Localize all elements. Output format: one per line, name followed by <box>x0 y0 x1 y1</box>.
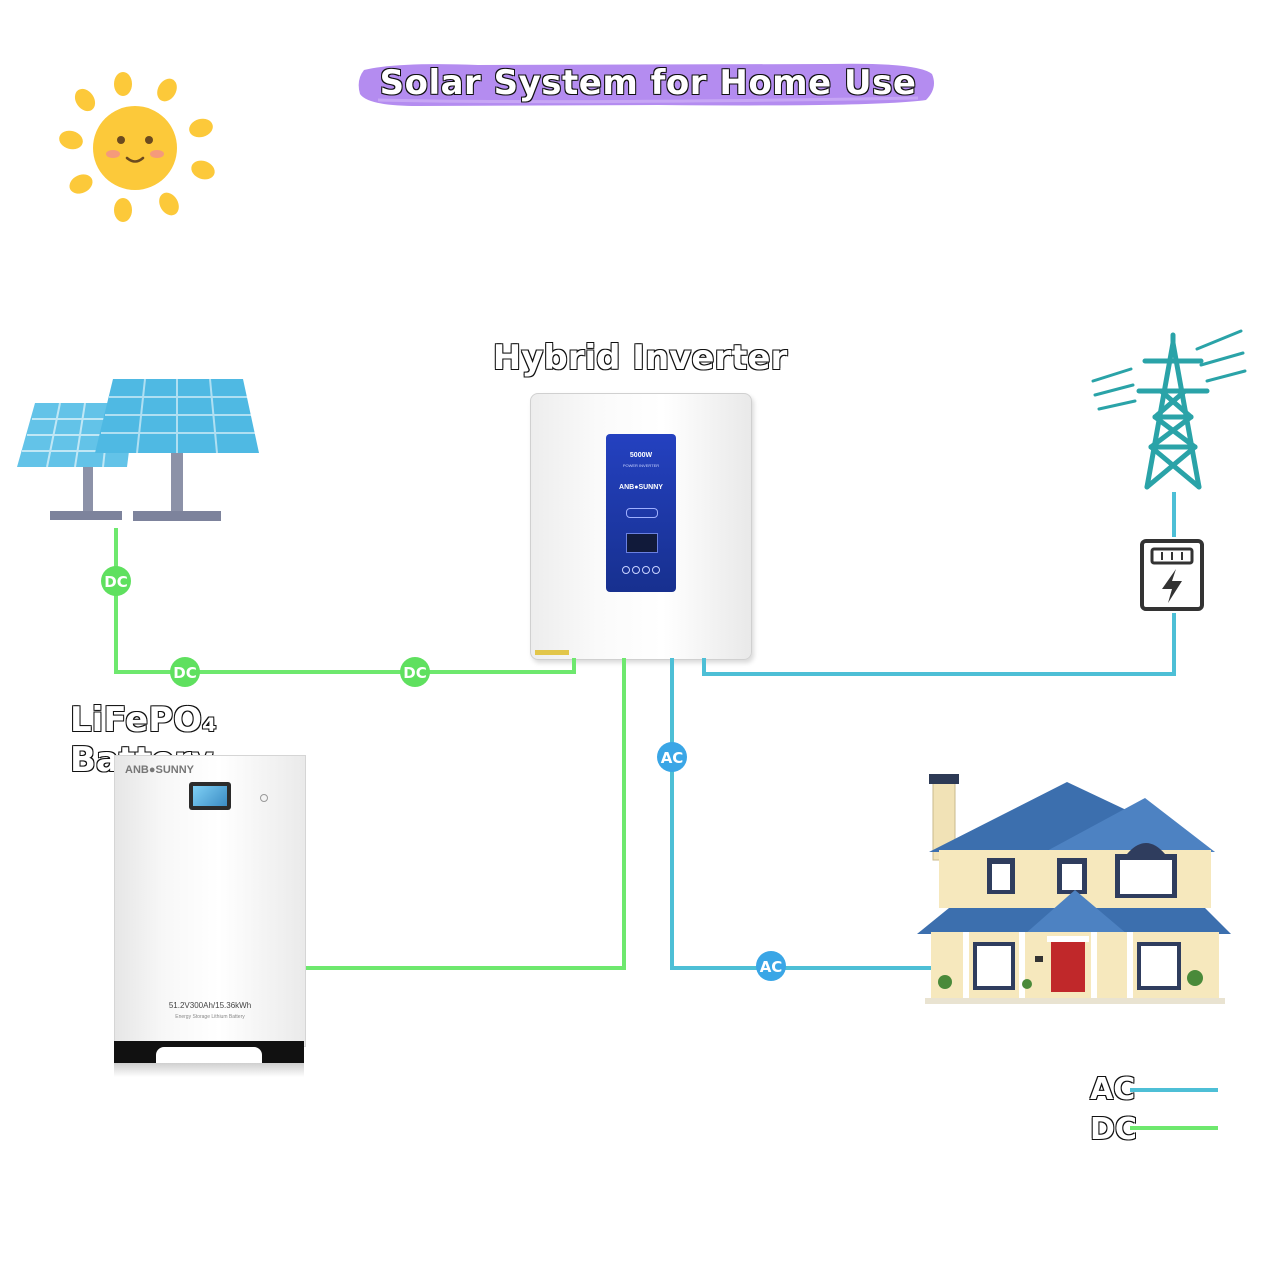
inverter-buttons <box>622 566 660 574</box>
ac-badge-2: AC <box>756 951 786 981</box>
battery-reflection <box>114 1063 304 1077</box>
inverter-indicator <box>626 508 658 518</box>
lifepo4-battery: ANB●SUNNY 51.2V300Ah/15.36kWh Energy Sto… <box>114 755 306 1080</box>
svg-text:DC: DC <box>173 664 196 682</box>
dc-badge-1: DC <box>101 566 131 596</box>
inverter-front-panel: 5000W POWER INVERTER ANB●SUNNY <box>606 434 676 592</box>
inverter-power-rating: 5000W <box>629 452 653 459</box>
battery-base <box>114 1041 304 1063</box>
diagram-title: Solar System for Home Use <box>379 62 917 103</box>
title-brush-band <box>358 63 935 106</box>
inverter-subtitle: POWER INVERTER <box>622 463 660 468</box>
electric-meter-icon <box>1140 539 1204 611</box>
sun-icon <box>59 72 215 222</box>
power-tower-icon <box>1091 329 1247 490</box>
svg-text:AC: AC <box>661 749 684 767</box>
house-icon <box>917 774 1231 1004</box>
dc-badge-2: DC <box>170 657 200 687</box>
battery-spec: 51.2V300Ah/15.36kWh <box>168 1001 252 1010</box>
legend-dc-label: DC <box>1089 1111 1137 1147</box>
inverter-lcd-screen <box>626 533 658 553</box>
battery-display <box>189 782 231 810</box>
battery-subtitle: Energy Storage Lithium Battery <box>175 1014 245 1020</box>
battery-body: ANB●SUNNY 51.2V300Ah/15.36kWh Energy Sto… <box>114 755 306 1047</box>
battery-brand: ANB●SUNNY <box>125 764 194 776</box>
ac-line-inverter-to-house <box>670 658 934 970</box>
inverter-label: Hybrid Inverter <box>492 337 788 378</box>
solar-panel-icon <box>17 378 259 521</box>
ac-badge-1: AC <box>657 742 687 772</box>
dc-line-panel-to-inverter <box>114 528 576 674</box>
svg-text:DC: DC <box>403 664 426 682</box>
inverter-terminal <box>535 650 569 655</box>
battery-power-button <box>260 794 268 802</box>
inverter-brand: ANB●SUNNY <box>619 484 663 491</box>
legend-ac-label: AC <box>1089 1071 1136 1107</box>
legend-lines <box>1130 1088 1218 1130</box>
dc-badge-3: DC <box>400 657 430 687</box>
ac-line-inverter-to-grid <box>702 613 1176 676</box>
dc-line-battery-to-inverter <box>304 658 626 970</box>
svg-text:AC: AC <box>760 958 783 976</box>
inverter-button <box>642 566 650 574</box>
inverter-button <box>632 566 640 574</box>
svg-text:DC: DC <box>104 573 127 591</box>
hybrid-inverter: 5000W POWER INVERTER ANB●SUNNY <box>530 393 752 660</box>
inverter-button <box>652 566 660 574</box>
inverter-button <box>622 566 630 574</box>
